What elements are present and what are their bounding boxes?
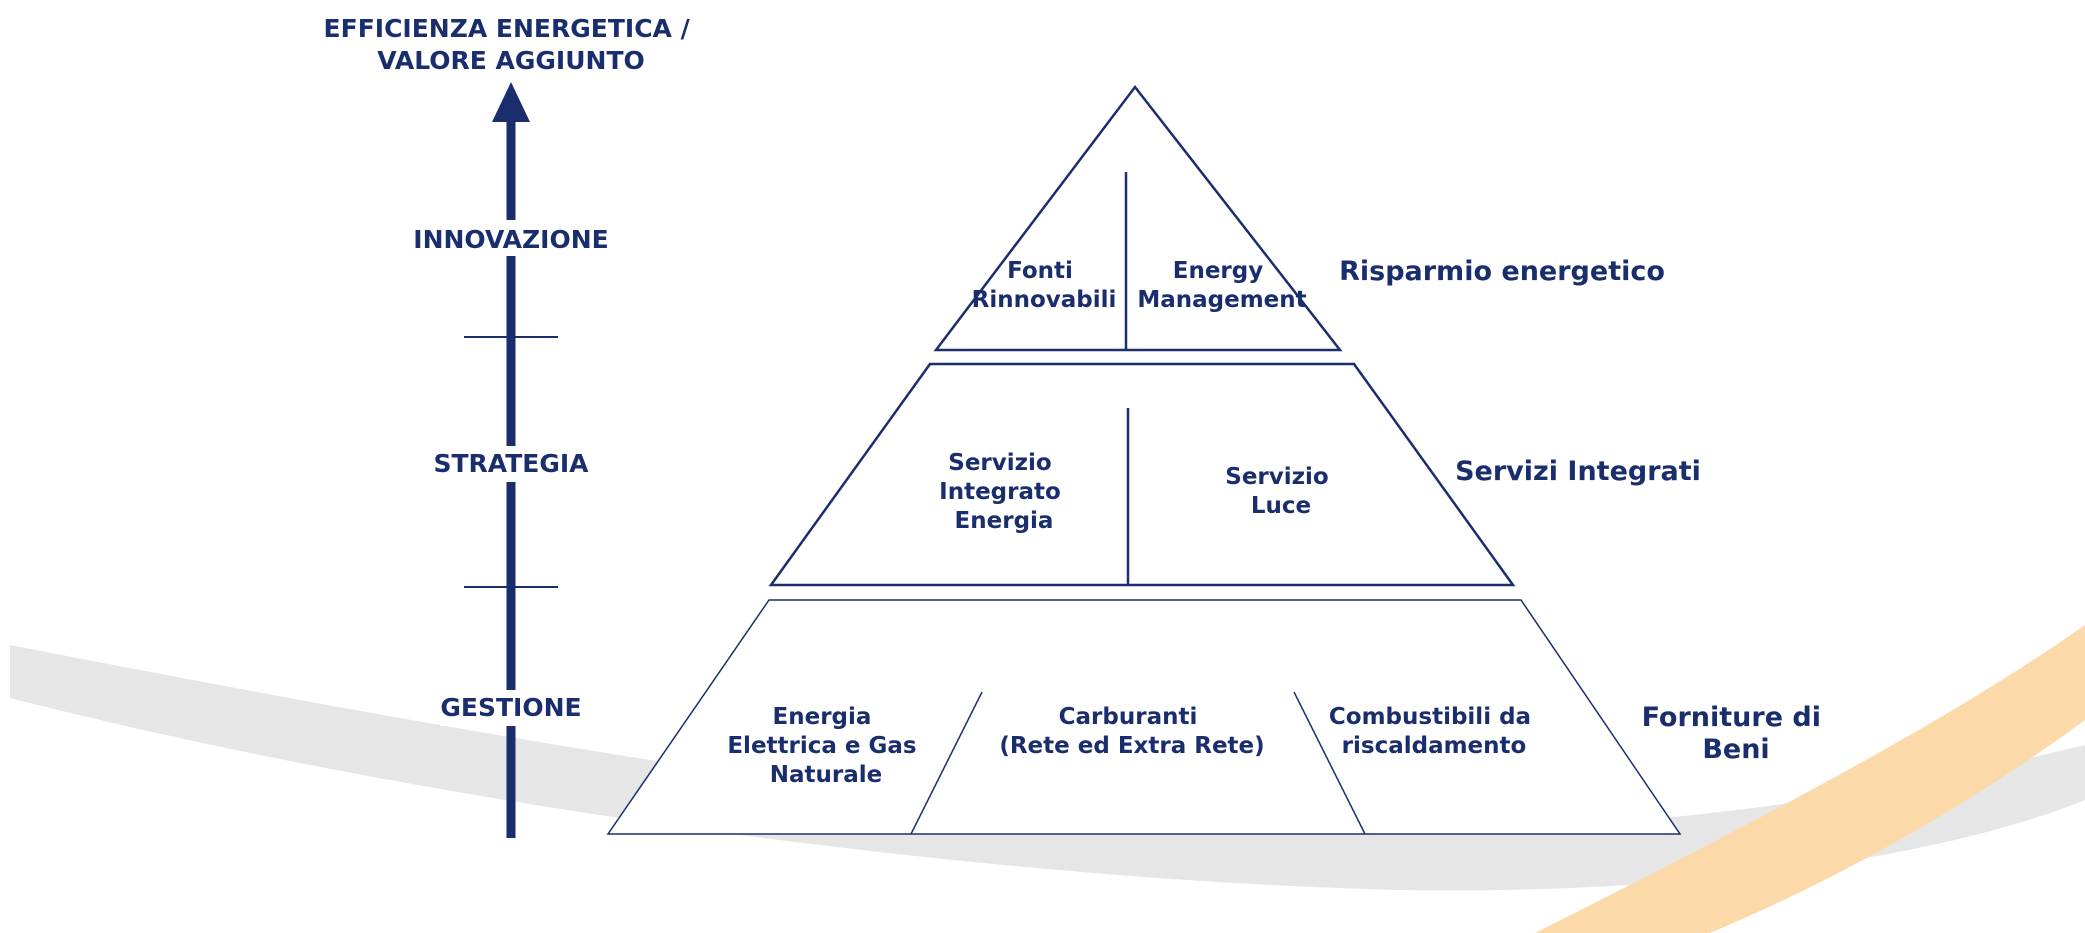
axis-title-line-1: EFFICIENZA ENERGETICA /: [324, 14, 691, 43]
bottom-cell-electricity-gas-line-3: Naturale: [770, 762, 882, 788]
bottom-cell-fuels-line-1: Carburanti: [1059, 704, 1198, 730]
middle-cell-integrated-energy-line-1: Servizio: [948, 450, 1051, 476]
top-cell-energy-management-line-1: Energy: [1173, 258, 1263, 284]
bottom-cell-electricity-gas-line-1: Energia: [773, 704, 872, 730]
bottom-cell-heating-fuels-line-2: riscaldamento: [1342, 733, 1527, 759]
middle-cell-light-service-line-1: Servizio: [1225, 464, 1328, 490]
bottom-tier-divider-right: [1293, 691, 1366, 835]
bottom-cell-fuels: Carburanti (Rete ed Extra Rete): [999, 704, 1264, 759]
middle-cell-integrated-energy-line-2: Integrato: [939, 479, 1061, 505]
axis-arrow-head: [492, 82, 530, 122]
level-label-bg-gestione: [440, 690, 582, 726]
level-label-strategia: STRATEGIA: [433, 449, 589, 478]
top-tier-outline: [933, 84, 1343, 352]
orange-swoosh-background: [1535, 625, 2085, 933]
bottom-cell-electricity-gas-line-2: Elettrica e Gas: [727, 733, 916, 759]
middle-tier-side-label: Servizi Integrati: [1455, 456, 1701, 487]
middle-tier-side-label-line-1: Servizi Integrati: [1455, 456, 1701, 487]
bottom-tier-divider-left: [910, 691, 983, 835]
bottom-tier-outline: [606, 599, 1682, 835]
middle-cell-integrated-energy-line-3: Energia: [955, 508, 1054, 534]
bottom-cell-heating-fuels-line-1: Combustibili da: [1329, 704, 1531, 730]
top-cell-energy-management-line-2: Management: [1137, 287, 1306, 313]
top-tier-side-label: Risparmio energetico: [1339, 256, 1665, 287]
pyramid-top-tier: Fonti Rinnovabili Energy Management Risp…: [933, 84, 1665, 352]
middle-cell-light-service: Servizio Luce: [1225, 464, 1336, 519]
bottom-tier-side-label-line-1: Forniture di: [1642, 702, 1821, 733]
bottom-cell-electricity-gas: Energia Elettrica e Gas Naturale: [727, 704, 924, 788]
pyramid-bottom-tier: Energia Elettrica e Gas Naturale Carbura…: [606, 599, 1831, 835]
middle-tier-outline: [768, 362, 1516, 587]
level-label-bg-innovazione: [415, 220, 607, 256]
middle-cell-light-service-line-2: Luce: [1251, 493, 1311, 519]
level-label-gestione: GESTIONE: [440, 693, 581, 722]
level-label-innovazione: INNOVAZIONE: [413, 225, 608, 254]
top-cell-energy-management: Energy Management: [1137, 258, 1306, 313]
top-tier-side-label-line-1: Risparmio energetico: [1339, 256, 1665, 287]
bottom-tier-side-label-line-2: Beni: [1702, 734, 1769, 765]
pyramid-middle-tier: Servizio Integrato Energia Servizio Luce…: [768, 362, 1701, 587]
level-label-bg-strategia: [432, 446, 590, 482]
axis-title-line-2: VALORE AGGIUNTO: [377, 46, 645, 75]
axis-title: EFFICIENZA ENERGETICA / VALORE AGGIUNTO: [324, 14, 699, 75]
top-cell-renewables-line-1: Fonti: [1007, 258, 1073, 284]
value-axis: EFFICIENZA ENERGETICA / VALORE AGGIUNTO …: [324, 14, 699, 838]
bottom-cell-fuels-line-2: (Rete ed Extra Rete): [999, 733, 1264, 759]
bottom-cell-heating-fuels: Combustibili da riscaldamento: [1329, 704, 1539, 759]
bottom-tier-side-label: Forniture di Beni: [1642, 702, 1831, 765]
top-cell-renewables-line-2: Rinnovabili: [972, 287, 1117, 313]
middle-cell-integrated-energy: Servizio Integrato Energia: [939, 450, 1069, 534]
top-cell-renewables: Fonti Rinnovabili: [972, 258, 1117, 313]
